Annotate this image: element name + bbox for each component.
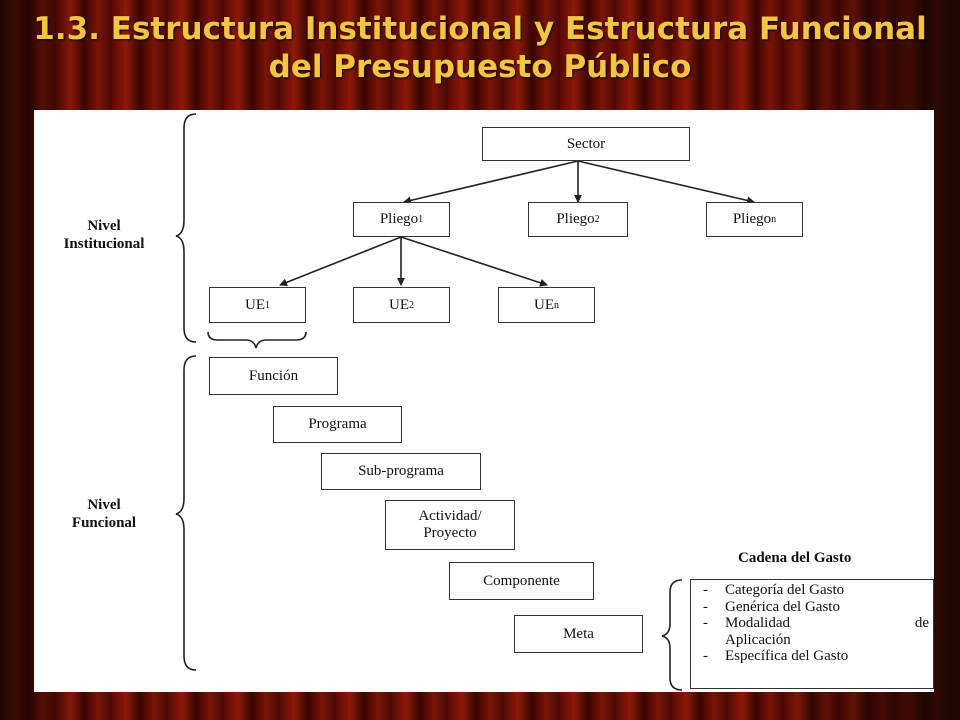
connector-lines (175, 113, 755, 691)
box-subprograma: Sub-programa (321, 453, 481, 490)
label-nivel-funcional: Nivel Funcional (71, 497, 137, 531)
list-item: - Modalidad de (703, 615, 929, 631)
diagram-panel: Nivel Institucional Nivel Funcional Sect… (34, 110, 934, 692)
slide-title: 1.3. Estructura Institucional y Estructu… (0, 10, 960, 86)
cadena-title: Cadena del Gasto (738, 550, 852, 566)
arrow-pliego1-ue1 (279, 236, 402, 287)
arrow-sector-pliegon (577, 160, 755, 205)
arrow-pliego1-uen (400, 236, 548, 287)
list-item: - Específica del Gasto (703, 648, 849, 664)
box-funcion: Función (209, 357, 338, 395)
box-meta: Meta (514, 615, 643, 653)
label-nivel-institucional: Nivel Institucional (63, 218, 145, 252)
list-item: - Genérica del Gasto (703, 598, 840, 615)
box-sector: Sector (482, 127, 690, 161)
brace-funcional (175, 355, 197, 671)
title-line-2: del Presupuesto Público (268, 49, 692, 85)
box-programa: Programa (273, 406, 402, 443)
list-item: - Categoría del Gasto (703, 582, 845, 598)
brace-ue1 (207, 331, 307, 349)
brace-institucional (175, 113, 197, 343)
list-item-continuation: Aplicación (725, 631, 791, 648)
box-actividad-proyecto: Actividad/ Proyecto (385, 500, 515, 550)
cadena-del-gasto-list: - Categoría del Gasto - Genérica del Gas… (690, 579, 934, 689)
box-componente: Componente (449, 562, 594, 600)
arrow-sector-pliego1 (403, 160, 579, 205)
brace-cadena (661, 579, 683, 691)
title-line-1: 1.3. Estructura Institucional y Estructu… (33, 11, 927, 47)
